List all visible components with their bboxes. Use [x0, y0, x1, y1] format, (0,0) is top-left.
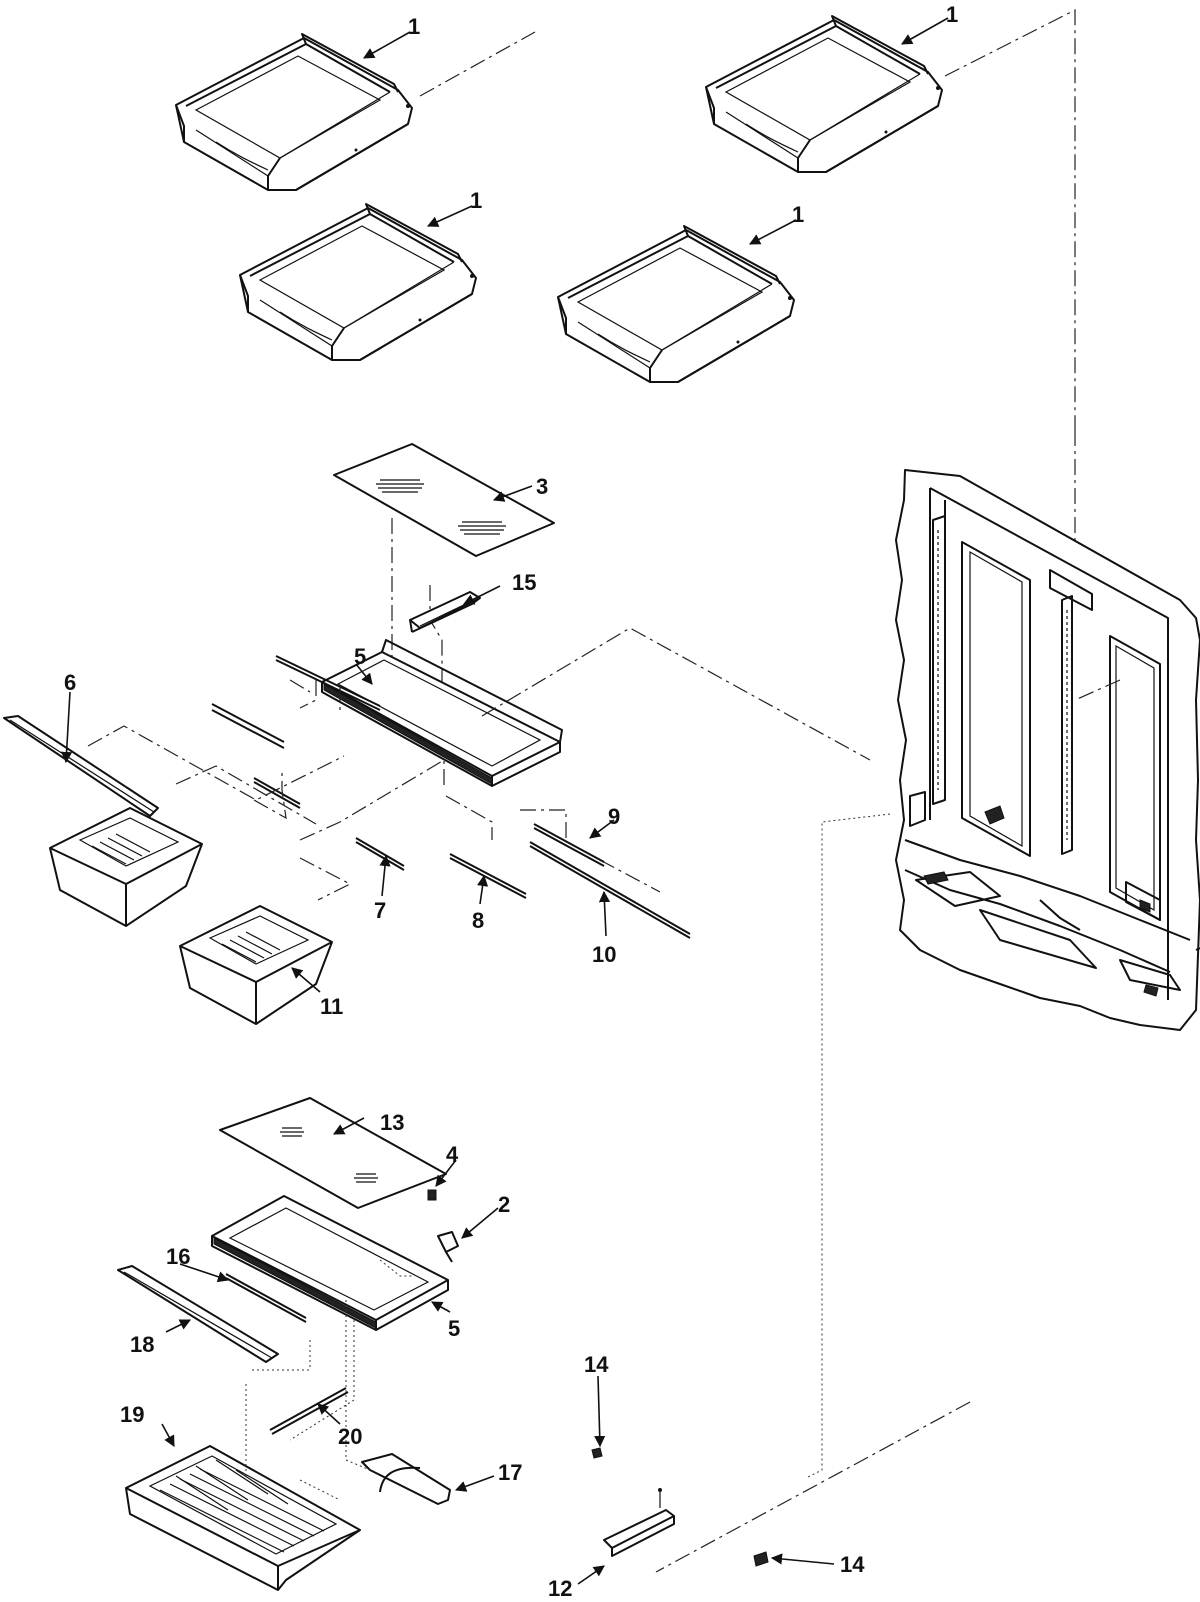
trim-part-6: [3, 715, 159, 817]
callout-4: 4: [446, 1142, 459, 1167]
part-14-screw-b: [753, 1551, 769, 1567]
part-14-screw-a: [591, 1447, 603, 1459]
crisper-drawer-upper-left: [49, 807, 203, 927]
part-4-clip: [427, 1189, 437, 1201]
callout-14-b: 14: [840, 1552, 865, 1577]
callout-8: 8: [472, 908, 484, 933]
part-15-bracket: [409, 591, 481, 633]
part-12-hinge: [603, 1488, 675, 1557]
rail-part-7: [355, 837, 405, 871]
pantry-glass-13: [219, 1097, 447, 1209]
callout-19: 19: [120, 1402, 144, 1427]
callout-20: 20: [338, 1424, 362, 1449]
part-18-trim: [117, 1265, 279, 1363]
callout-7: 7: [374, 898, 386, 923]
callout-9: 9: [608, 804, 620, 829]
crisper-drawer-upper-right: [179, 905, 333, 1025]
part-2-bracket: [437, 1231, 459, 1263]
shelf-top-left: [175, 33, 413, 191]
rail-part-8: [449, 853, 527, 899]
callout-3: 3: [536, 474, 548, 499]
callout-11: 11: [320, 994, 343, 1019]
callout-14-a: 14: [584, 1352, 609, 1377]
callout-1-a: 1: [408, 14, 420, 39]
callout-15: 15: [512, 570, 536, 595]
rail-upper-short: [211, 703, 285, 749]
shelf-top-right: [705, 15, 943, 173]
callout-6: 6: [64, 670, 76, 695]
part-16-rail: [225, 1273, 307, 1323]
shelf-mid-left: [239, 203, 477, 361]
callout-10: 10: [592, 942, 616, 967]
shelf-mid-right: [557, 225, 795, 383]
cabinet-liner: [895, 469, 1200, 1031]
callout-5-lower: 5: [448, 1316, 460, 1341]
part-20-rail: [269, 1387, 349, 1435]
callout-17: 17: [498, 1460, 522, 1485]
callout-18: 18: [130, 1332, 154, 1357]
callout-16: 16: [166, 1244, 190, 1269]
rail-upper-long: [275, 655, 381, 711]
callout-1-b: 1: [946, 2, 958, 27]
pantry-frame-lower: [211, 1195, 449, 1331]
callout-1-c: 1: [470, 188, 482, 213]
callout-5-upper: 5: [354, 644, 366, 669]
rail-upper-small: [253, 777, 301, 809]
callout-2: 2: [498, 1192, 510, 1217]
meat-pan-19: [125, 1445, 361, 1591]
callout-13: 13: [380, 1110, 404, 1135]
crisper-frame-upper: [321, 639, 563, 787]
rail-part-10: [529, 841, 691, 939]
crisper-glass-top: [333, 443, 555, 557]
callout-1-d: 1: [792, 202, 804, 227]
callout-12: 12: [548, 1576, 572, 1601]
rail-part-9: [533, 823, 605, 867]
part-17-slide: [361, 1453, 451, 1505]
